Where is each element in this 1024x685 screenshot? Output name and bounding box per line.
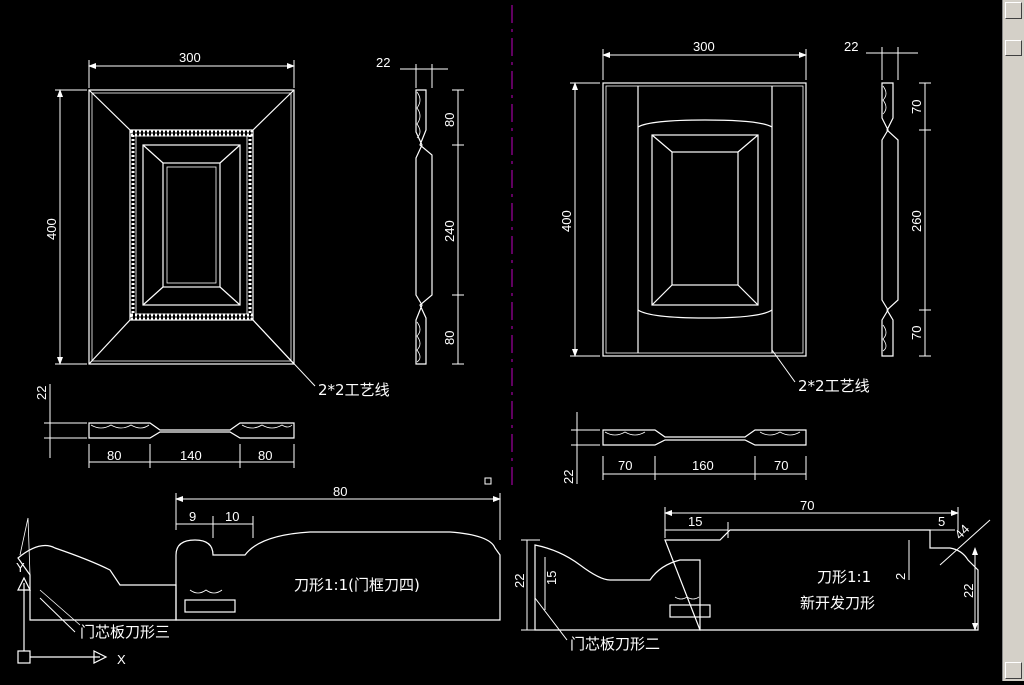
right-right-width-label: 70	[774, 458, 788, 473]
vertical-scrollbar[interactable]	[1002, 0, 1024, 681]
new-height-label: 22	[961, 584, 976, 598]
left-middle-label: 240	[442, 220, 457, 242]
left-callout-label: 2*2工艺线	[318, 381, 390, 399]
left-left-width-label: 80	[107, 448, 121, 463]
new-gap-label: 2	[893, 573, 908, 580]
frame-overall-label: 80	[333, 484, 347, 499]
ucs-x-label: X	[117, 652, 126, 667]
right-left-width-label: 70	[618, 458, 632, 473]
scroll-up-button[interactable]	[1005, 2, 1022, 19]
new-seg-label: 15	[688, 514, 702, 529]
right-width-label: 300	[693, 39, 715, 54]
ucs-icon	[17, 576, 108, 664]
right-door-bottom-section	[602, 429, 807, 446]
right-edge-bottom-label: 70	[909, 326, 924, 340]
left-door-side-section	[415, 89, 433, 365]
core-two-label: 门芯板刀形二	[570, 635, 660, 653]
frame-seg2-label: 10	[225, 509, 239, 524]
cad-drawing: 300 400 22 80 240 80 2*2工艺线 22 80	[16, 5, 991, 667]
right-door-front-view	[602, 82, 807, 357]
new-overall-label: 70	[800, 498, 814, 513]
right-edge-top-label: 70	[909, 100, 924, 114]
new-seg-right-label: 5	[938, 514, 945, 529]
left-edge-top-label: 80	[442, 113, 457, 127]
profile-core-knife-three	[17, 517, 177, 626]
left-thickness-label: 22	[376, 55, 390, 70]
right-section-height-label: 22	[561, 470, 576, 484]
right-callout-label: 2*2工艺线	[798, 377, 870, 395]
scroll-thumb[interactable]	[1005, 40, 1022, 56]
ucs-y-label: Y	[16, 560, 25, 575]
scroll-down-button[interactable]	[1005, 662, 1022, 679]
left-height-label: 400	[44, 218, 59, 240]
left-door-bottom-section	[88, 422, 295, 439]
left-right-width-label: 80	[258, 448, 272, 463]
new-title-line1: 刀形1:1	[817, 568, 871, 586]
right-center-width-label: 160	[692, 458, 714, 473]
right-thickness-label: 22	[844, 39, 858, 54]
left-edge-bottom-label: 80	[442, 331, 457, 345]
core-three-label: 门芯板刀形三	[80, 623, 170, 641]
left-width-label: 300	[179, 50, 201, 65]
new-title-line2: 新开发刀形	[800, 594, 875, 612]
left-center-width-label: 140	[180, 448, 202, 463]
core-two-h2-label: 15	[544, 571, 559, 585]
right-height-label: 400	[559, 210, 574, 232]
profile-frame-knife	[175, 531, 501, 621]
cad-drawing-viewport[interactable]: 300 400 22 80 240 80 2*2工艺线 22 80	[0, 0, 1003, 681]
left-section-height-label: 22	[34, 386, 49, 400]
frame-title-label: 刀形1:1(门框刀四)	[294, 576, 420, 594]
right-middle-label: 260	[909, 210, 924, 232]
point-marker	[484, 477, 492, 485]
core-two-h1-label: 22	[512, 574, 527, 588]
frame-seg1-label: 9	[189, 509, 196, 524]
right-door-side-section	[881, 82, 899, 357]
left-door-front-view	[88, 89, 295, 365]
